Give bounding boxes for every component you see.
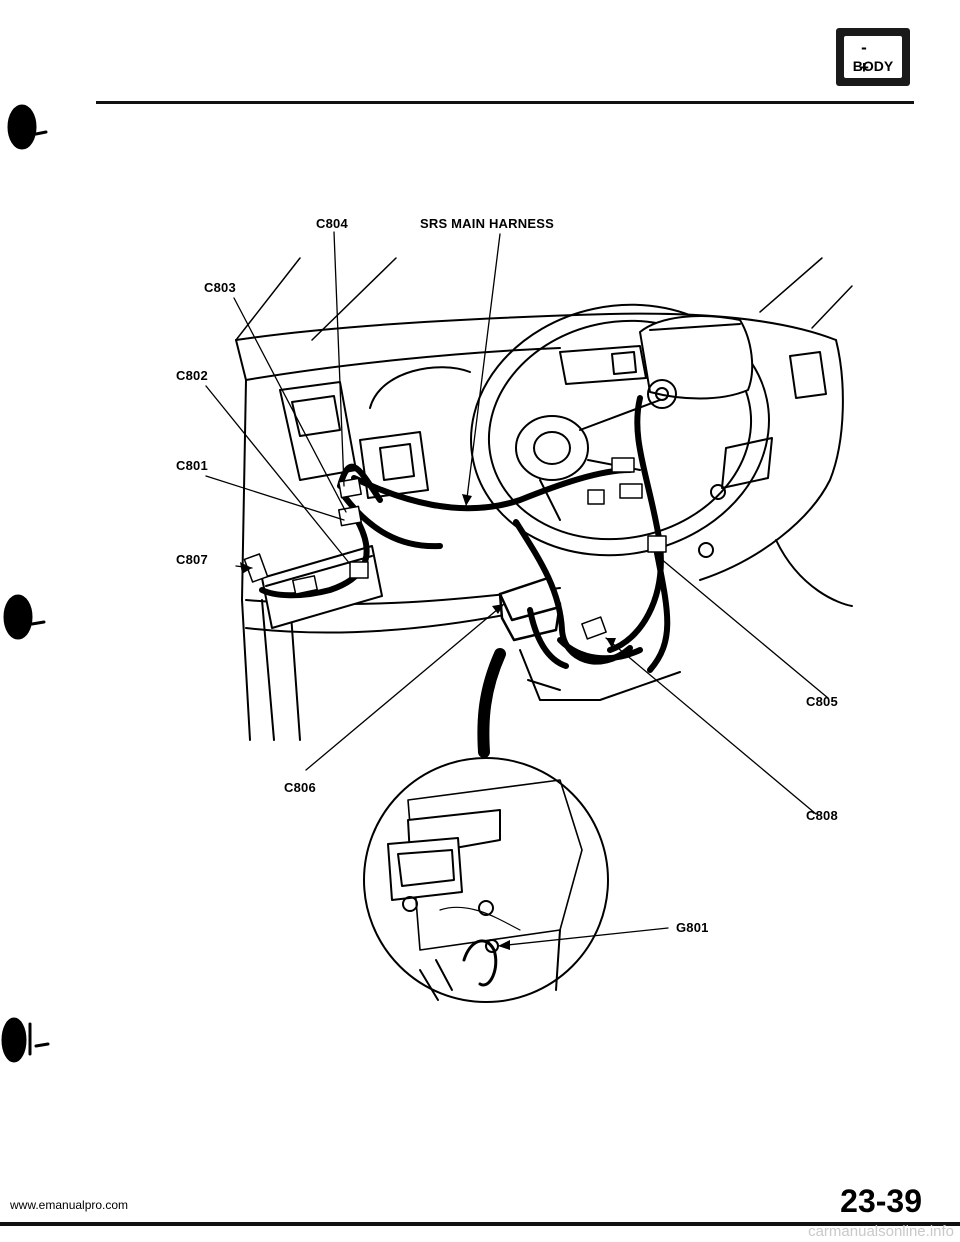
c805-label: C805	[806, 694, 838, 709]
footer-watermark: carmanualsonline.info	[808, 1223, 954, 1240]
g801-label: G801	[676, 920, 709, 935]
leader-lines	[205, 231, 829, 947]
header-rule	[96, 101, 914, 104]
detail-callout-stalk	[477, 648, 506, 758]
c801-label: C801	[176, 458, 208, 473]
srs-main-harness-label: SRS MAIN HARNESS	[420, 216, 554, 231]
binder-tab-mark-3	[1, 1017, 50, 1063]
battery-body-section-icon: - + BODY	[836, 28, 910, 86]
binder-tab-mark-1	[7, 104, 48, 150]
harness-connectors	[243, 457, 667, 640]
windshield-pillars	[235, 257, 853, 341]
srs-main-harness	[259, 395, 671, 673]
section-label: BODY	[852, 58, 894, 74]
battery-polarity-signs: - +	[859, 38, 887, 77]
binder-tab-mark-2	[3, 594, 46, 640]
c807-label: C807	[176, 552, 208, 567]
passenger-airbag-module	[639, 315, 754, 409]
steering-wheel	[470, 303, 770, 557]
footer-rule	[0, 1222, 960, 1226]
c804-label: C804	[316, 216, 348, 231]
dashboard-outline	[235, 312, 853, 741]
c803-label: C803	[204, 280, 236, 295]
footer-url-link[interactable]: www.emanualpro.com	[10, 1198, 129, 1212]
c806-label: C806	[284, 780, 316, 795]
g801-detail-view	[363, 757, 609, 1003]
c808-label: C808	[806, 808, 838, 823]
page-number: 23-39	[840, 1183, 922, 1219]
c802-label: C802	[176, 368, 208, 383]
leader-arrowheads	[240, 494, 616, 950]
